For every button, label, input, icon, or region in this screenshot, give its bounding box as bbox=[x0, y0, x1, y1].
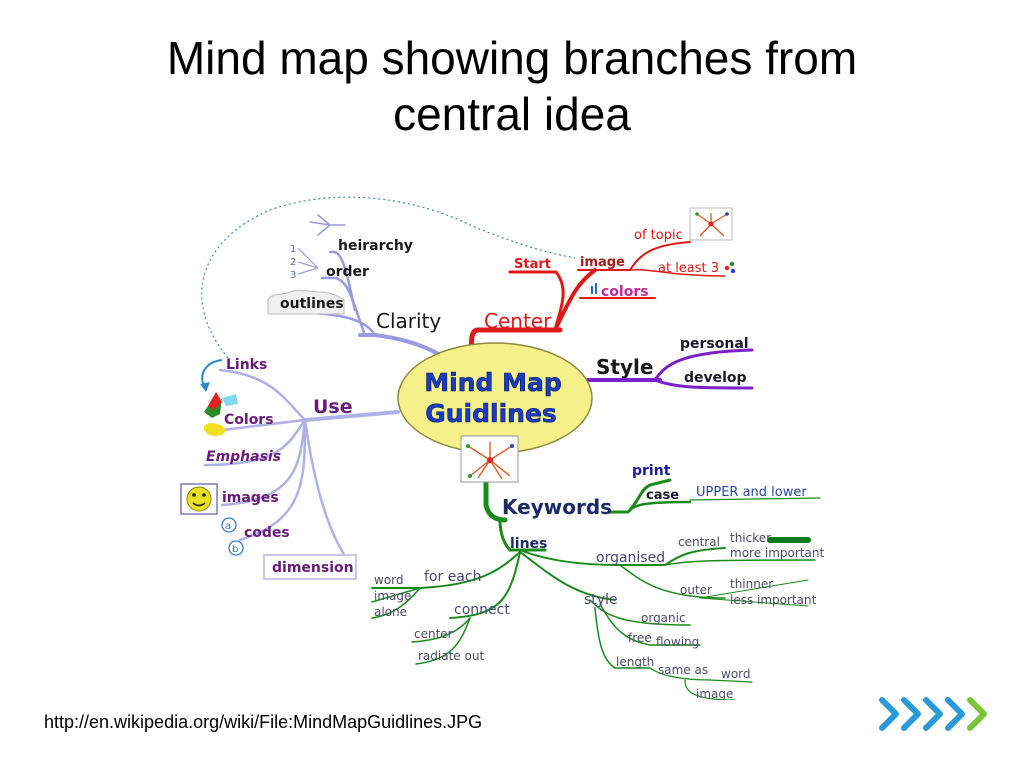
lines-label: lines bbox=[510, 536, 547, 552]
svg-text:1: 1 bbox=[290, 244, 296, 255]
dimension-box bbox=[263, 554, 357, 580]
mini-mind-map-icon bbox=[689, 207, 733, 241]
paint-splash-icon bbox=[204, 392, 238, 436]
personal-label: personal bbox=[680, 336, 749, 352]
title-line-1: Mind map showing branches from bbox=[166, 32, 858, 84]
outlines-label: outlines bbox=[280, 296, 344, 312]
svg-text:3: 3 bbox=[290, 270, 296, 281]
alone-label: alone bbox=[374, 605, 407, 619]
svg-text:b: b bbox=[232, 544, 238, 555]
source-caption: http://en.wikipedia.org/wiki/File:MindMa… bbox=[44, 712, 483, 732]
connect-label: connect bbox=[454, 602, 510, 618]
thinner-label: thinner bbox=[730, 577, 773, 591]
style-branch-label: Style bbox=[596, 355, 653, 379]
use-branch-label: Use bbox=[313, 396, 353, 418]
mind-map-diagram: Center Start image of topic at least 3 c… bbox=[180, 196, 824, 700]
svg-text:a: a bbox=[225, 521, 231, 532]
center-kw-label: center bbox=[414, 627, 453, 641]
central-label: central bbox=[678, 535, 720, 549]
flowing-label: flowing bbox=[656, 635, 699, 649]
title-line-2: central idea bbox=[393, 88, 631, 140]
svg-text:2: 2 bbox=[290, 257, 296, 268]
links-label: Links bbox=[226, 357, 267, 373]
order-label: order bbox=[326, 264, 369, 280]
image-label: image bbox=[580, 255, 625, 270]
word-label: word bbox=[374, 573, 404, 587]
bar-chart-icon bbox=[591, 283, 597, 294]
at-least-3-label: at least 3 bbox=[658, 261, 719, 276]
colors-use-label: Colors bbox=[224, 412, 274, 428]
hierarchy-label: heirarchy bbox=[338, 238, 413, 254]
code-a-icon: a bbox=[221, 517, 237, 533]
style-branch bbox=[586, 348, 754, 390]
outline-cloud-shape bbox=[267, 289, 345, 315]
less-important-label: less important bbox=[730, 593, 817, 607]
dimension-label: dimension bbox=[272, 560, 354, 576]
free-label: free bbox=[628, 631, 652, 645]
case-label: case bbox=[646, 488, 679, 503]
central-idea-line-1: Mind Map bbox=[424, 368, 562, 397]
print-label: print bbox=[632, 463, 671, 479]
start-label: Start bbox=[514, 257, 551, 272]
numbered-list-icon: 1 2 3 bbox=[290, 244, 319, 281]
central-idea-line-2: Guidlines bbox=[425, 399, 557, 428]
slide-title: Mind map showing branches from central i… bbox=[0, 30, 1024, 142]
thicker-label: thicker bbox=[730, 531, 771, 545]
next-arrows-icon[interactable] bbox=[876, 694, 996, 734]
for-each-label: for each bbox=[424, 569, 481, 585]
more-important-label: more important bbox=[730, 546, 824, 560]
word-same-label: word bbox=[721, 667, 751, 681]
smiley-face-icon bbox=[180, 483, 218, 515]
colors-label: colors bbox=[601, 284, 649, 300]
use-branch bbox=[203, 368, 400, 572]
organised-label: organised bbox=[596, 550, 665, 566]
length-label: length bbox=[616, 655, 654, 669]
image-kw-label: image bbox=[374, 589, 411, 603]
radiate-out-label: radiate out bbox=[418, 649, 484, 663]
mini-mind-map-icon-center bbox=[460, 435, 519, 483]
image-same-label: image bbox=[696, 687, 733, 700]
organic-label: organic bbox=[641, 611, 686, 625]
style-kw-label: style bbox=[584, 592, 618, 608]
emphasis-label: Emphasis bbox=[206, 449, 281, 465]
outer-label: outer bbox=[680, 583, 712, 597]
keywords-branch-label: Keywords bbox=[502, 495, 612, 519]
develop-label: develop bbox=[684, 370, 747, 386]
codes-label: codes bbox=[244, 525, 290, 541]
code-b-icon: b bbox=[228, 540, 244, 556]
images-label: images bbox=[222, 490, 279, 506]
of-topic-label: of topic bbox=[634, 228, 683, 243]
keywords-branch bbox=[371, 452, 821, 700]
color-dots-icon bbox=[724, 261, 736, 274]
center-branch-label: Center bbox=[484, 309, 552, 333]
dotted-link bbox=[201, 196, 576, 359]
same-as-label: same as bbox=[658, 663, 708, 677]
upper-lower-label: UPPER and lower bbox=[696, 485, 807, 500]
clarity-branch-label: Clarity bbox=[376, 309, 441, 333]
